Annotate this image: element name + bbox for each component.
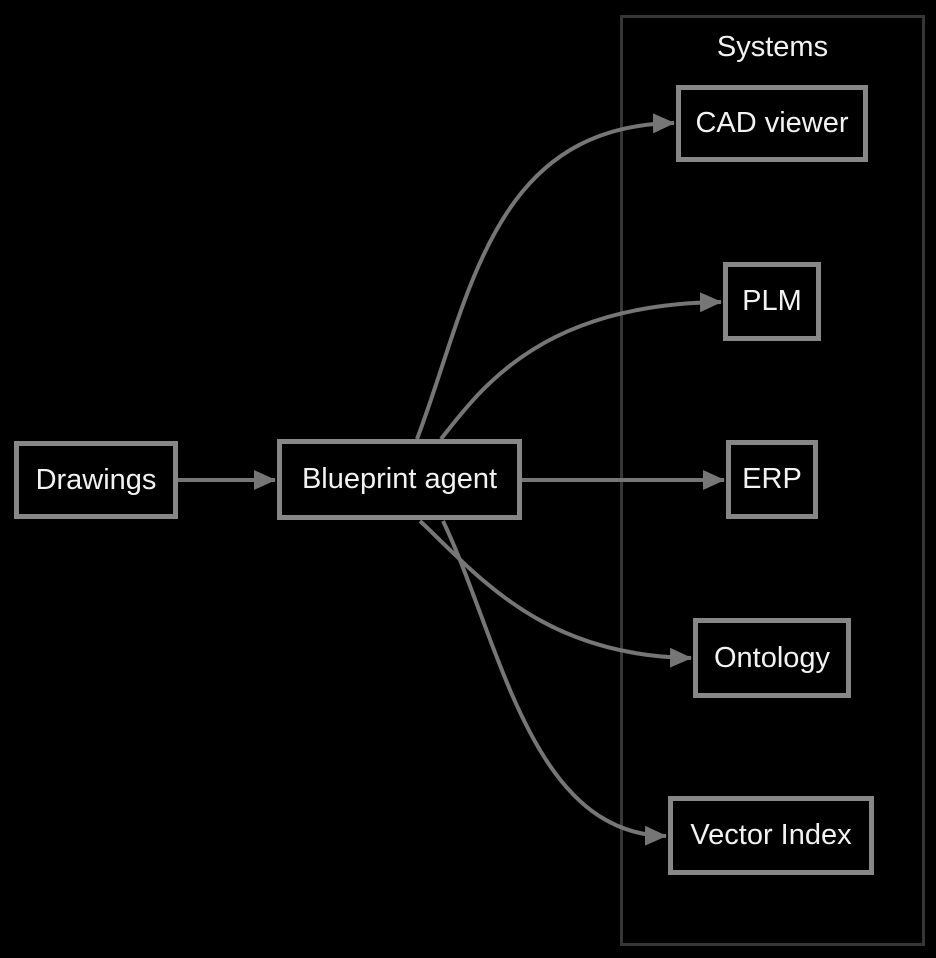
node-erp: ERP [726,440,818,519]
cluster-systems-title: Systems [716,31,829,63]
edge-blueprint-agent-to-cad-viewer [415,113,675,440]
node-drawings: Drawings [14,441,178,519]
node-plm-label: PLM [742,285,802,317]
node-ontology: Ontology [693,618,851,698]
node-cad-viewer-label: CAD viewer [695,107,849,139]
node-erp-label: ERP [742,463,802,495]
node-blueprint-agent-label: Blueprint agent [301,463,498,495]
node-ontology-label: Ontology [713,641,831,674]
node-vector-index-label: Vector Index [690,819,852,851]
edge-blueprint-agent-to-plm [439,292,722,441]
node-drawings-label: Drawings [35,463,157,496]
edge-blueprint-agent-to-vector-index [441,520,667,846]
node-vector-index: Vector Index [668,796,874,875]
node-plm: PLM [723,262,821,341]
node-cad-viewer: CAD viewer [676,85,868,162]
node-blueprint-agent: Blueprint agent [277,439,522,520]
edge-blueprint-agent-to-ontology [418,519,692,668]
